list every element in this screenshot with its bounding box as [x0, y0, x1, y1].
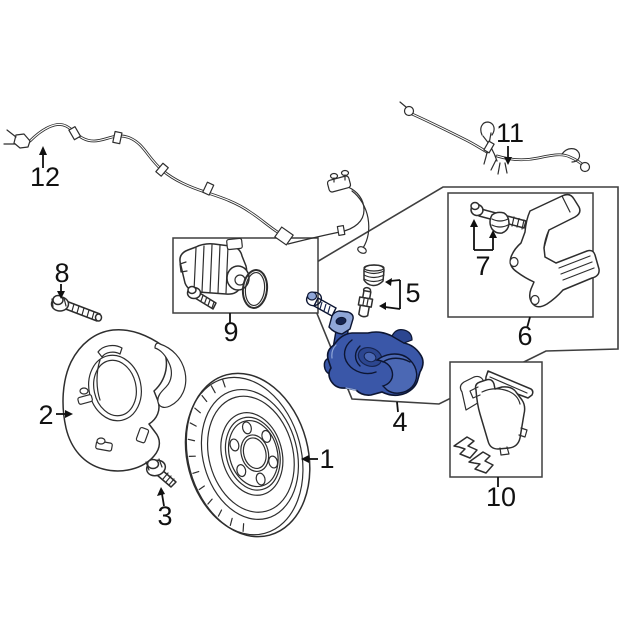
callout-8-label: 8 — [54, 258, 69, 288]
harness-clip — [112, 130, 123, 145]
callout-labels: 1 2 3 4 5 6 7 8 9 10 11 12 — [30, 118, 533, 531]
harness-clip — [336, 224, 346, 237]
splash-shield-drawing — [62, 328, 187, 472]
rotor-drawing — [184, 372, 311, 538]
piston-cap-drawing — [363, 264, 385, 287]
callout-10-label: 10 — [486, 482, 516, 512]
harness-clip — [155, 162, 169, 177]
callout-leaders — [42, 146, 531, 507]
callout-1-label: 1 — [319, 444, 334, 474]
callout-4-label: 4 — [392, 407, 407, 437]
harness-clip — [202, 181, 215, 196]
callout-2-label: 2 — [38, 400, 53, 430]
hose-end-fitting — [403, 105, 415, 117]
harness-clip — [68, 126, 82, 141]
brake-pads-drawing — [453, 370, 534, 474]
caliper-drawing — [323, 310, 424, 397]
callout-arrowheads — [39, 146, 512, 496]
rotor-vent-marks — [187, 378, 245, 532]
bolt-drawing-3 — [145, 458, 177, 488]
bolt-drawing-8 — [50, 294, 103, 322]
harness-fork-connector — [13, 133, 31, 149]
motor-connector — [226, 237, 243, 251]
guide-pin-bushing-drawing — [489, 211, 510, 234]
o-ring-drawing — [241, 269, 269, 309]
callout-7-label: 7 — [475, 251, 490, 281]
rotor-lug-holes — [229, 421, 279, 486]
hose-end-fitting — [579, 161, 591, 173]
callout-6-label: 6 — [517, 321, 532, 351]
caliper-hook-arm — [375, 353, 418, 394]
sensor-connector — [326, 169, 352, 193]
caliper-guide-bolt-drawing — [305, 291, 337, 317]
caliper-bracket-drawing — [509, 193, 600, 308]
motor-bolt-drawing — [186, 285, 217, 310]
callout-11-label: 11 — [496, 118, 524, 148]
brake-hose-drawing — [399, 101, 591, 175]
bleeder-screw-drawing — [357, 286, 374, 318]
sensor-head — [357, 246, 367, 254]
callout-3-label: 3 — [157, 501, 172, 531]
callout-12-label: 12 — [30, 162, 60, 192]
abs-harness-drawing — [3, 123, 370, 254]
callout-5-label: 5 — [405, 278, 420, 308]
callout-9-label: 9 — [223, 317, 238, 347]
harness-plug — [274, 226, 294, 246]
hose-clip — [483, 140, 495, 154]
